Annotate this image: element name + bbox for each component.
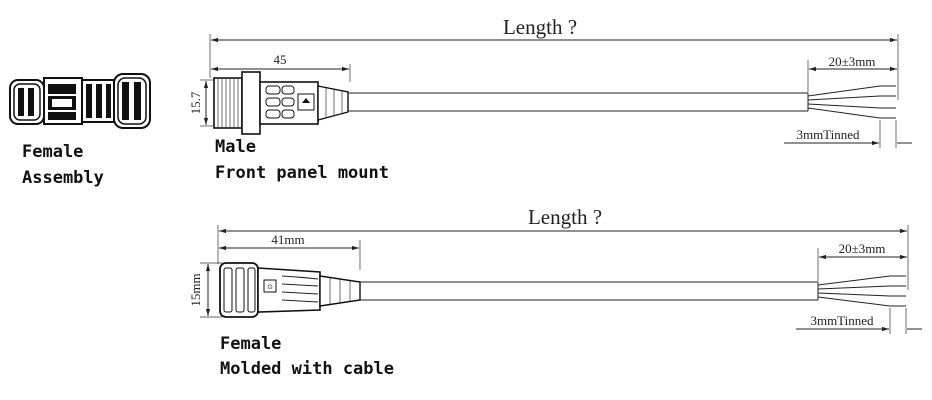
male-label-line2: Front panel mount [215, 163, 389, 183]
svg-text:⊙: ⊙ [267, 283, 273, 291]
male-diameter-dim: 15.7 [188, 91, 203, 114]
male-tinned-dim: 3mmTinned [796, 127, 860, 142]
female-length-label: Length ? [528, 205, 602, 229]
assembly-label-line2: Assembly [22, 168, 104, 188]
female-tinned-dim: 3mmTinned [810, 313, 874, 328]
male-connector-dim: 45 [274, 52, 287, 67]
female-assembly-connector [9, 73, 151, 129]
female-label-line2: Molded with cable [220, 359, 394, 379]
male-cable-drawing: Length ? 45 15.7 [188, 15, 912, 148]
female-cable-drawing: Length ? 41mm 15mm ⊙ [188, 205, 922, 334]
male-panel-nut [241, 71, 261, 135]
male-length-label: Length ? [503, 15, 577, 39]
male-strip-dim: 20±3mm [829, 54, 876, 69]
assembly-label-line1: Female [22, 142, 83, 162]
female-diameter-dim: 15mm [188, 273, 203, 306]
female-strip-dim: 20±3mm [839, 241, 886, 256]
female-connector-dim: 41mm [271, 232, 304, 247]
male-strain-relief [317, 85, 349, 121]
male-label-line1: Male [215, 137, 256, 157]
male-thread [213, 77, 243, 129]
female-label-line1: Female [220, 334, 281, 354]
